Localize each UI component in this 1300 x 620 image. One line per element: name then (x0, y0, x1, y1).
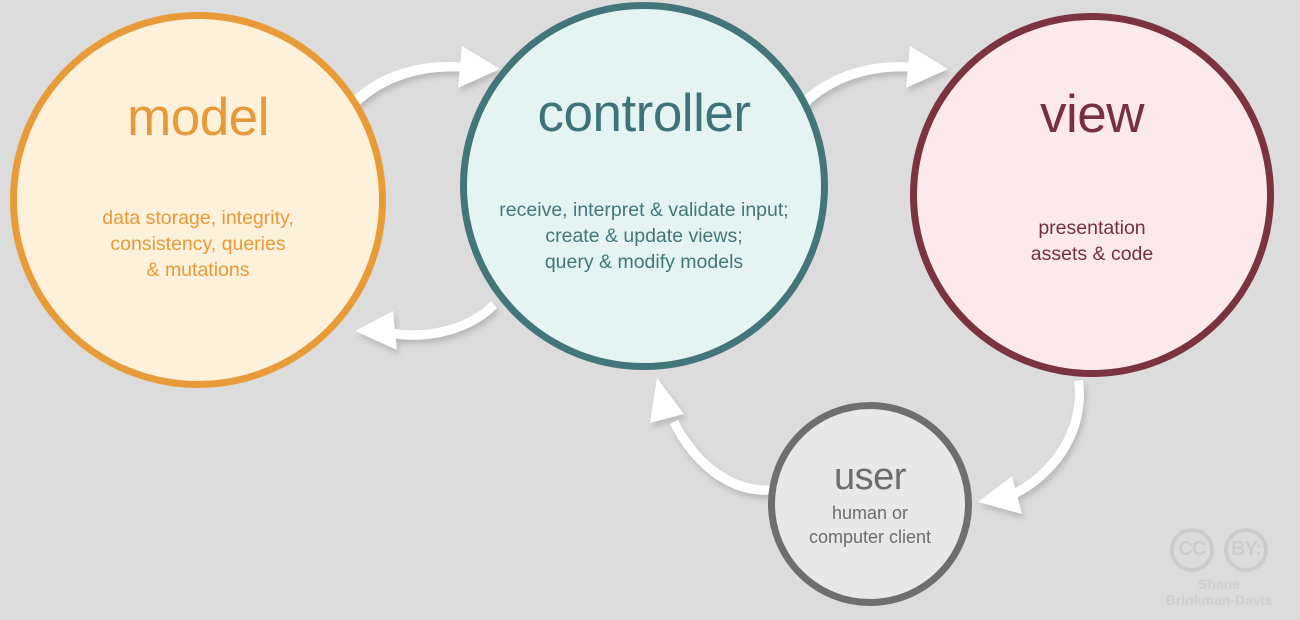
node-view-description: presentation assets & code (1030, 217, 1154, 265)
arrow-model-to-controller (341, 46, 500, 117)
node-user-title: user (834, 456, 906, 499)
creative-commons-icon: CC (1170, 527, 1214, 572)
arrow-controller-to-model (355, 301, 497, 350)
attribution-badge: CC BY: Shane Brinkman-Davis (1154, 527, 1284, 608)
node-controller[interactable]: controller receive, interpret & validate… (460, 2, 828, 370)
arrow-controller-to-view (789, 46, 948, 119)
node-model[interactable]: model data storage, integrity, consisten… (10, 12, 386, 388)
node-controller-title: controller (537, 84, 751, 143)
node-controller-description: receive, interpret & validate input; cre… (499, 199, 789, 273)
node-view[interactable]: view presentation assets & code (910, 13, 1274, 377)
arrow-user-to-controller (650, 378, 777, 495)
creative-commons-marks: CC BY: (1170, 527, 1268, 572)
node-user-description: human or computer client (808, 503, 932, 547)
node-user[interactable]: user human or computer client (768, 402, 972, 606)
attribution-by-icon: BY: (1224, 527, 1268, 572)
author-name: Shane Brinkman-Davis (1165, 575, 1273, 608)
arrow-view-to-user (978, 380, 1085, 514)
node-view-title: view (1039, 85, 1145, 144)
node-model-title: model (127, 88, 269, 147)
node-model-description: data storage, integrity, consistency, qu… (102, 207, 294, 281)
